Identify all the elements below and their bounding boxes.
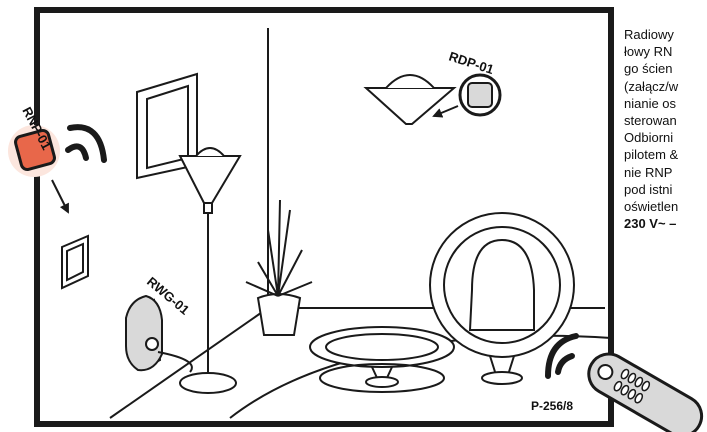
description-line: pilotem &	[624, 146, 707, 163]
description-line: pod istni	[624, 181, 707, 198]
ceiling-lamp	[366, 75, 454, 124]
rnp-device	[8, 125, 104, 212]
description-text: Radiowy łowy RN go ścien (załącz/w niani…	[624, 26, 707, 232]
arrow-icon	[52, 180, 68, 212]
wall-switch	[62, 236, 88, 288]
radio-waves-icon	[548, 336, 576, 376]
description-line: oświetlen	[624, 198, 707, 215]
floor-lamp	[180, 148, 240, 393]
description-line: Radiowy	[624, 26, 707, 43]
radio-waves-icon	[68, 127, 104, 160]
coffee-tables	[310, 327, 454, 392]
arrow-icon	[434, 106, 458, 116]
description-line: (załącz/w	[624, 78, 707, 95]
description-line: nianie os	[624, 95, 707, 112]
label-rdp: RDP-01	[447, 49, 496, 78]
description-line: sterowan	[624, 112, 707, 129]
description-line: łowy RN	[624, 43, 707, 60]
figure-code: P-256/8	[531, 399, 573, 413]
description-line: Odbiorni	[624, 129, 707, 146]
remote-control-icon	[582, 347, 707, 432]
description-voltage: 230 V~ –	[624, 215, 707, 232]
description-line: nie RNP	[624, 164, 707, 181]
description-line: go ścien	[624, 60, 707, 77]
potted-plant	[246, 200, 312, 335]
remote-control	[548, 336, 707, 432]
